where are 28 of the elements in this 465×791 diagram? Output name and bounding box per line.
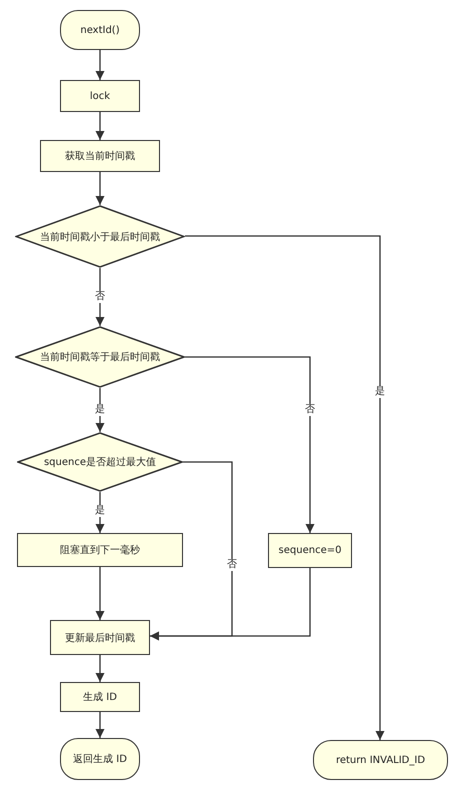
- terminal: nextId(): [60, 10, 140, 50]
- edge-label: 是: [94, 505, 106, 517]
- decision-diamond: 当前时间戳等于最后时间戳: [15, 326, 185, 388]
- process-box: sequence=0: [268, 533, 352, 568]
- process-box: 生成 ID: [60, 682, 140, 712]
- arrow: [95, 268, 105, 326]
- arrow: [150, 568, 311, 641]
- arrow: [95, 712, 105, 738]
- process-box: 阻塞直到下一毫秒: [17, 533, 183, 567]
- arrow: [95, 50, 105, 80]
- edge-label: 否: [304, 404, 316, 416]
- edge-label: 否: [226, 559, 238, 571]
- terminal: 返回生成 ID: [60, 738, 140, 780]
- arrow: [95, 112, 105, 140]
- process-box: 更新最后时间戳: [50, 620, 150, 655]
- arrow: [95, 655, 105, 682]
- edge-label: 否: [94, 291, 106, 303]
- process-box: lock: [60, 80, 140, 112]
- arrow: [185, 235, 385, 740]
- terminal: return INVALID_ID: [313, 740, 448, 780]
- edge-label: 是: [94, 404, 106, 416]
- process-box: 获取当前时间戳: [40, 140, 160, 172]
- arrow: [185, 356, 315, 533]
- decision-diamond: 当前时间戳小于最后时间戳: [15, 205, 185, 268]
- edge-label: 是: [374, 386, 386, 398]
- arrow: [95, 172, 105, 205]
- arrow: [95, 567, 105, 620]
- decision-diamond: squence是否超过最大值: [17, 432, 183, 492]
